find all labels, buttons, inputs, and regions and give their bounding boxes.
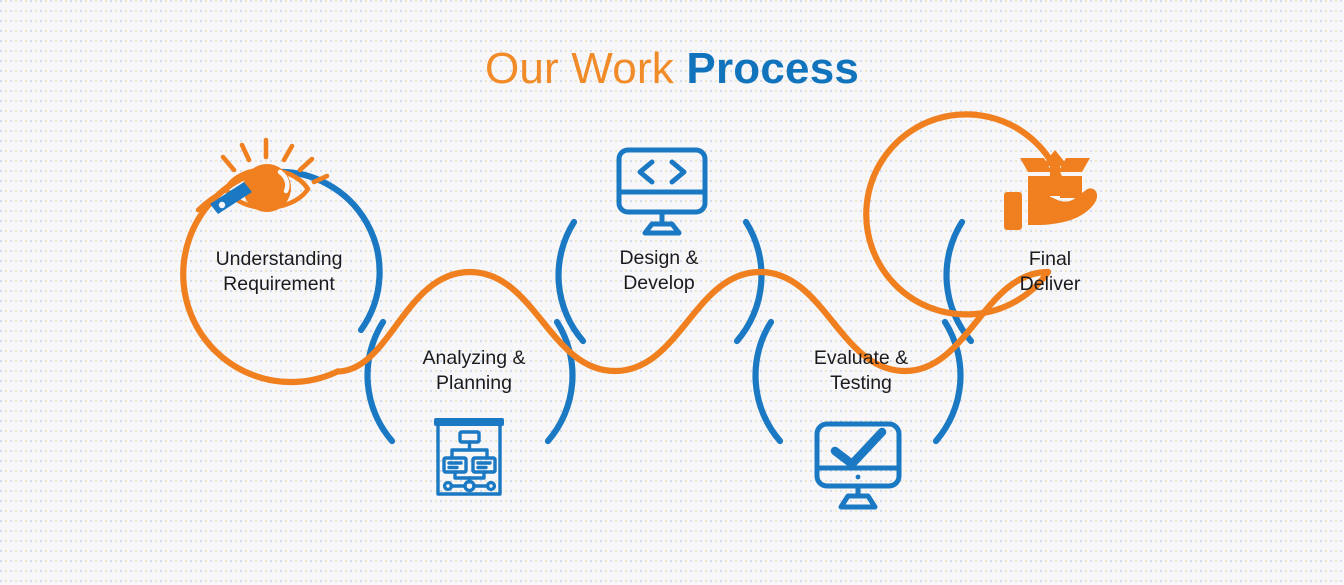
arc-step-5-blue-left — [943, 218, 975, 345]
wave-orange-main — [334, 268, 1052, 375]
arc-step-3-blue-right — [733, 218, 765, 345]
page-title-part-two: Process — [686, 44, 860, 93]
eye-with-pen-icon — [196, 137, 330, 214]
step-label-5: Final Deliver — [1019, 248, 1081, 295]
step-label-4: Evaluate & Testing — [813, 347, 909, 394]
arc-step-4-blue-right — [932, 318, 964, 445]
arc-step-2-blue-right — [544, 318, 576, 445]
pen-tip — [210, 182, 252, 214]
monitor-code-icon — [616, 147, 708, 236]
arc-step-2-blue-left — [364, 318, 396, 445]
monitor-checkmark-icon — [814, 421, 902, 510]
step-label-1: Understanding Requirement — [215, 248, 343, 295]
arc-step-4-blue-left — [752, 318, 784, 445]
hand-delivering-box-icon — [1004, 150, 1098, 230]
arc-step-3-blue-left — [555, 218, 587, 345]
step-label-3: Design & Develop — [619, 247, 699, 294]
arc-step-5-orange — [863, 111, 1063, 318]
arc-step-1-blue — [268, 168, 383, 334]
page-title: Our Work Process — [0, 41, 1344, 97]
page-title-part-one: Our Work — [484, 44, 674, 93]
step-label-2: Analyzing & Planning — [422, 347, 526, 394]
arc-step-1-orange — [180, 173, 341, 386]
flowchart-board-icon — [434, 418, 504, 496]
